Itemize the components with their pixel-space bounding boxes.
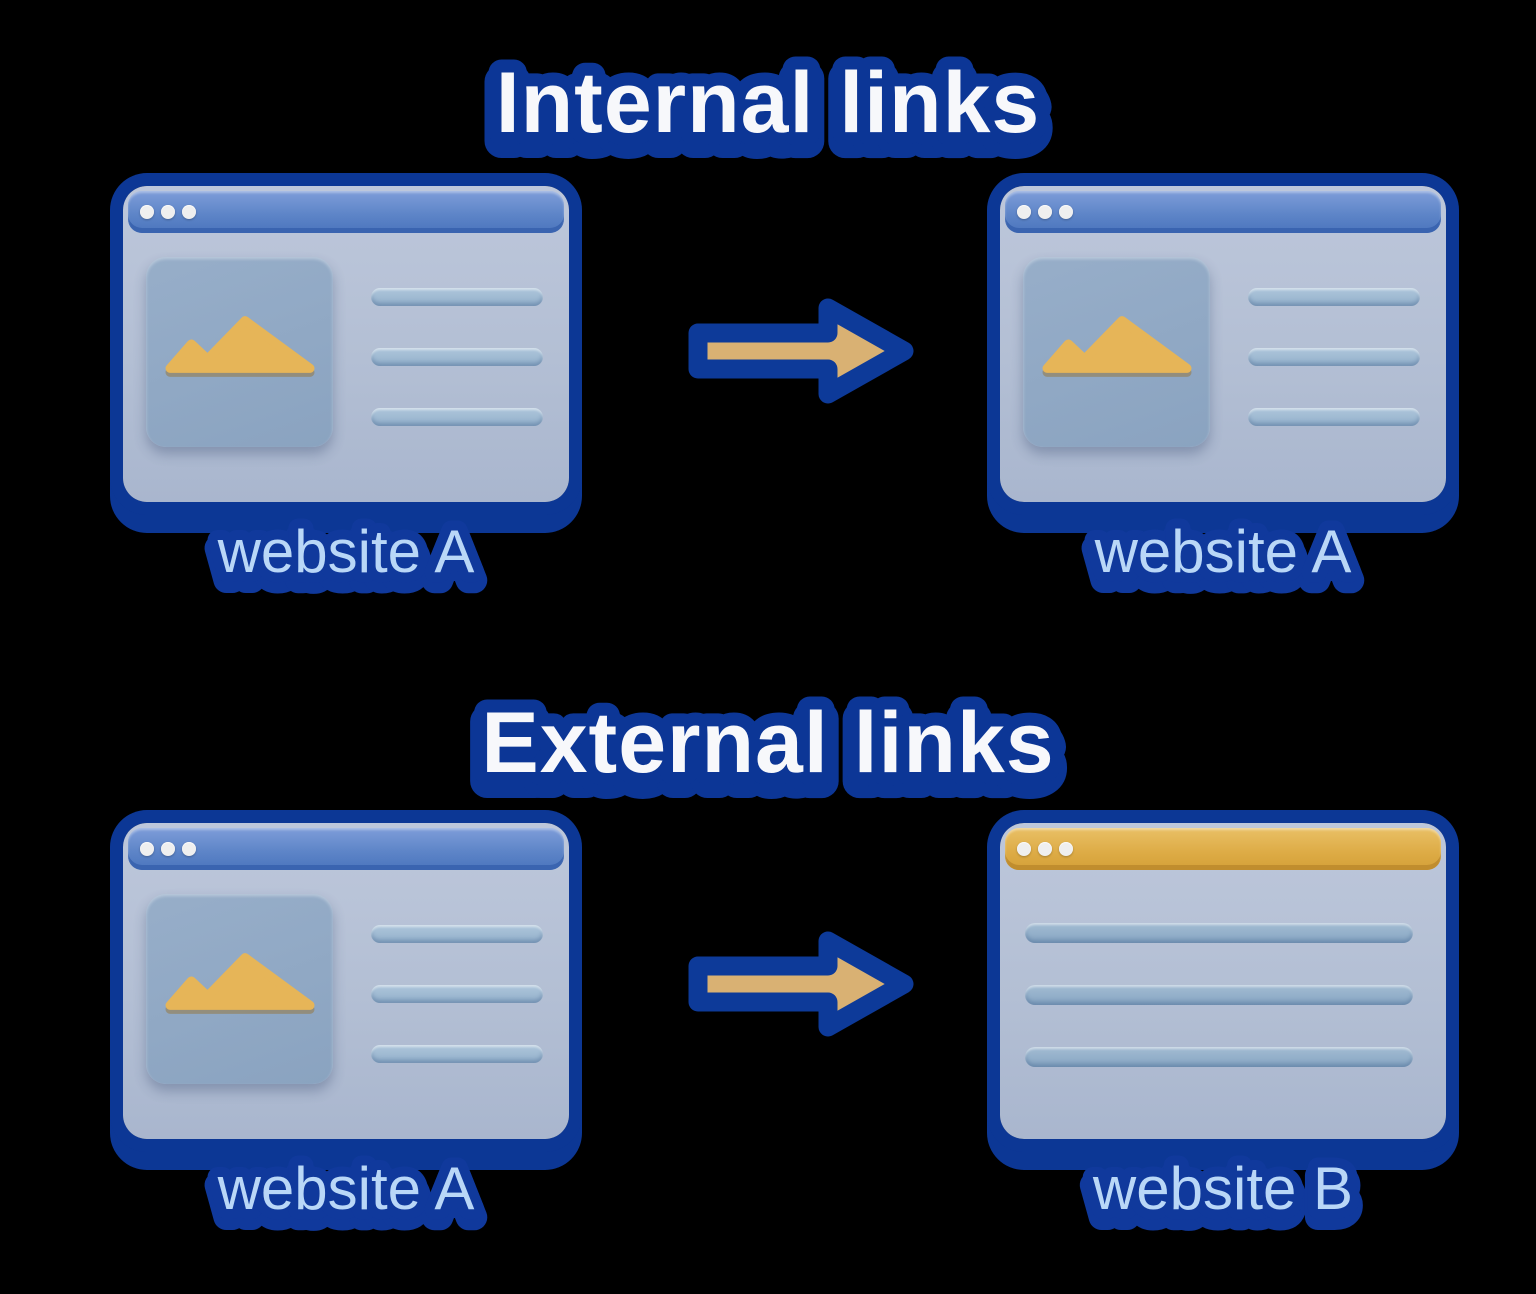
window-label: website A website A — [204, 1145, 488, 1243]
window-control-dot-icon — [1059, 842, 1073, 856]
window-label: website A website A — [1081, 508, 1365, 606]
svg-text:website A: website A — [1094, 518, 1352, 585]
section-title-external-links: External links External links — [464, 682, 1070, 817]
window-control-dot-icon — [1038, 205, 1052, 219]
browser-window-external-target — [1000, 823, 1446, 1139]
text-line — [1025, 1047, 1413, 1067]
svg-text:website B: website B — [1092, 1155, 1353, 1222]
window-titlebar — [1005, 828, 1441, 870]
text-line — [1025, 923, 1413, 943]
svg-text:External links: External links — [481, 695, 1054, 791]
section-title-internal-links: Internal links Internal links — [479, 42, 1057, 177]
text-line — [371, 408, 543, 426]
mountain-icon — [165, 953, 315, 1010]
svg-text:website A: website A — [217, 526, 475, 593]
text-line — [371, 985, 543, 1003]
right-arrow-icon — [688, 298, 914, 404]
text-line — [1248, 348, 1420, 366]
svg-text:Internal links: Internal links — [496, 64, 1041, 160]
svg-text:website A: website A — [217, 1163, 475, 1230]
svg-text:website B: website B — [1092, 1163, 1353, 1230]
text-line — [371, 348, 543, 366]
text-line — [1025, 985, 1413, 1005]
window-titlebar — [128, 828, 564, 870]
image-placeholder — [1023, 257, 1210, 447]
window-control-dot-icon — [161, 205, 175, 219]
window-titlebar — [128, 191, 564, 233]
svg-text:website A: website A — [217, 518, 475, 585]
image-placeholder — [146, 894, 333, 1084]
window-control-dot-icon — [161, 842, 175, 856]
window-label: website B website B — [1079, 1145, 1366, 1243]
text-line — [1248, 288, 1420, 306]
text-line — [371, 925, 543, 943]
text-line — [371, 1045, 543, 1063]
svg-text:External links: External links — [481, 704, 1054, 800]
window-control-dot-icon — [182, 205, 196, 219]
mountain-icon — [165, 316, 315, 373]
browser-window-internal-source — [123, 186, 569, 502]
window-control-dot-icon — [1017, 205, 1031, 219]
text-line — [1248, 408, 1420, 426]
window-control-dot-icon — [1059, 205, 1073, 219]
svg-text:Internal links: Internal links — [496, 55, 1041, 151]
text-line — [371, 288, 543, 306]
svg-text:website A: website A — [1094, 526, 1352, 593]
window-control-dot-icon — [140, 205, 154, 219]
window-titlebar — [1005, 191, 1441, 233]
image-placeholder — [146, 257, 333, 447]
right-arrow-icon — [688, 931, 914, 1037]
window-control-dot-icon — [1017, 842, 1031, 856]
window-label: website A website A — [204, 508, 488, 606]
svg-text:website A: website A — [217, 1155, 475, 1222]
window-control-dot-icon — [1038, 842, 1052, 856]
window-control-dot-icon — [182, 842, 196, 856]
browser-window-internal-target — [1000, 186, 1446, 502]
mountain-icon — [1042, 316, 1192, 373]
window-control-dot-icon — [140, 842, 154, 856]
browser-window-external-source — [123, 823, 569, 1139]
